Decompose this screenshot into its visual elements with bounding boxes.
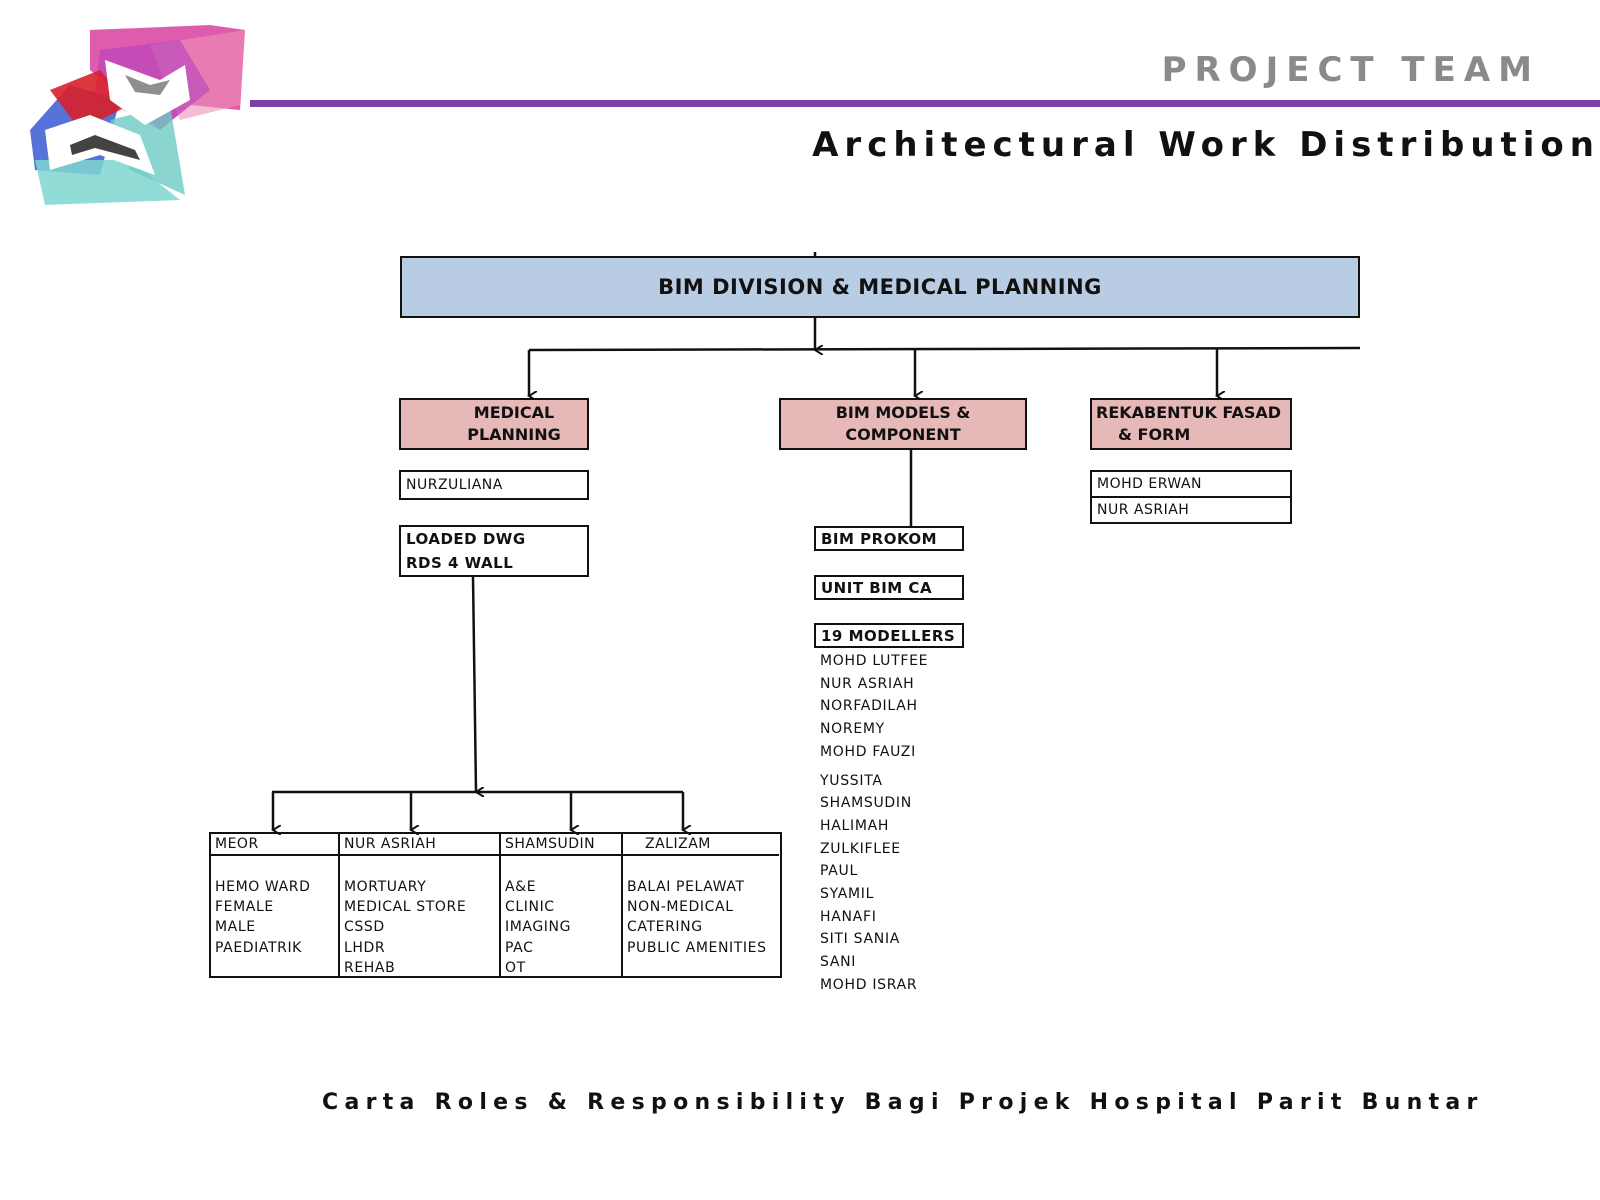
team-distribution-table: MEOR HEMO WARD FEMALE MALE PAEDIATRIK NU…	[209, 832, 782, 978]
top-division-box: BIM DIVISION & MEDICAL PLANNING	[400, 256, 1360, 318]
medical-task-line2: RDS 4 WALL	[406, 554, 514, 572]
connector-medical-down	[471, 576, 476, 792]
modeller-list: MOHD LUTFEE NUR ASRIAH NORFADILAH NOREMY…	[820, 650, 928, 997]
team-name: NUR ASRIAH	[340, 834, 499, 856]
list-item: NUR ASRIAH	[820, 675, 915, 692]
list-item: NOREMY	[820, 721, 885, 738]
table-cell: IMAGING	[505, 919, 572, 936]
team-name: ZALIZAM	[623, 834, 779, 856]
table-cell: MALE	[215, 919, 256, 936]
bim-models-line2: COMPONENT	[845, 425, 961, 444]
list-item: SHAMSUDIN	[820, 795, 912, 812]
rekabentuk-member-2: NUR ASRIAH	[1090, 496, 1292, 524]
table-cell: MEDICAL STORE	[344, 899, 467, 916]
list-item: SYAMIL	[820, 886, 875, 903]
medical-task-box: LOADED DWG RDS 4 WALL	[399, 525, 589, 577]
bim-models-line1: BIM MODELS &	[835, 403, 971, 422]
table-cell: BALAI PELAWAT	[627, 879, 745, 895]
header-rule	[250, 100, 1600, 107]
medical-lead-box: NURZULIANA	[399, 470, 589, 500]
rekabentuk-line1: REKABENTUK FASAD	[1096, 403, 1282, 422]
list-item: ZULKIFLEE	[820, 840, 901, 857]
table-cell: NON-MEDICAL	[627, 899, 734, 916]
footer-caption: Carta Roles & Responsibility Bagi Projek…	[322, 1090, 1484, 1115]
team-column-shamsudin: SHAMSUDIN A&E CLINIC IMAGING PAC OT	[499, 834, 621, 976]
team-name: SHAMSUDIN	[501, 834, 621, 856]
table-cell: LHDR	[344, 939, 386, 956]
team-column-nur-asriah: NUR ASRIAH MORTUARY MEDICAL STORE CSSD L…	[338, 834, 499, 976]
team-name: MEOR	[211, 834, 338, 856]
table-cell: CLINIC	[505, 899, 555, 916]
medical-planning-line1: MEDICAL	[473, 403, 555, 422]
medical-task-line1: LOADED DWG	[406, 530, 526, 548]
table-cell: CSSD	[344, 919, 385, 936]
table-cell: HEMO WARD	[215, 879, 311, 895]
page-subtitle: Architectural Work Distribution	[812, 125, 1600, 165]
list-item: MOHD LUTFEE	[820, 653, 929, 669]
table-cell: CATERING	[627, 919, 703, 936]
bim-unit-prokom: BIM PROKOM	[814, 526, 964, 551]
rekabentuk-box: REKABENTUK FASAD & FORM	[1090, 398, 1292, 450]
table-cell: PAC	[505, 939, 534, 956]
header-title: PROJECT TEAM	[1161, 50, 1540, 90]
company-logo	[30, 25, 245, 205]
list-item: NORFADILAH	[820, 698, 918, 715]
rekabentuk-member-1: MOHD ERWAN	[1090, 470, 1292, 498]
team-column-zalizam: ZALIZAM BALAI PELAWAT NON-MEDICAL CATERI…	[621, 834, 779, 976]
team-column-meor: MEOR HEMO WARD FEMALE MALE PAEDIATRIK	[211, 834, 338, 976]
list-item: HALIMAH	[820, 817, 890, 834]
table-cell: PAEDIATRIK	[215, 939, 302, 956]
table-cell: FEMALE	[215, 899, 274, 916]
list-item: PAUL	[820, 863, 858, 880]
bim-unit-ca: UNIT BIM CA	[814, 575, 964, 600]
table-cell: MORTUARY	[344, 879, 427, 895]
connector-branch-horizontal	[528, 346, 1361, 352]
bim-models-box: BIM MODELS & COMPONENT	[779, 398, 1027, 450]
table-cell: PUBLIC AMENITIES	[627, 939, 767, 956]
list-item: YUSSITA	[820, 772, 883, 789]
list-item: HANAFI	[820, 908, 877, 925]
table-cell: A&E	[505, 879, 537, 895]
table-cell: OT	[505, 959, 526, 976]
list-item: SITI SANIA	[820, 931, 901, 948]
rekabentuk-line2: & FORM	[1118, 425, 1191, 444]
list-item: SANI	[820, 954, 857, 971]
list-item: MOHD FAUZI	[820, 743, 916, 760]
medical-planning-box: MEDICAL PLANNING	[399, 398, 589, 450]
medical-planning-line2: PLANNING	[467, 425, 561, 444]
bim-unit-modellers: 19 MODELLERS	[814, 623, 964, 648]
table-cell: REHAB	[344, 959, 396, 976]
list-item: MOHD ISRAR	[820, 976, 918, 993]
